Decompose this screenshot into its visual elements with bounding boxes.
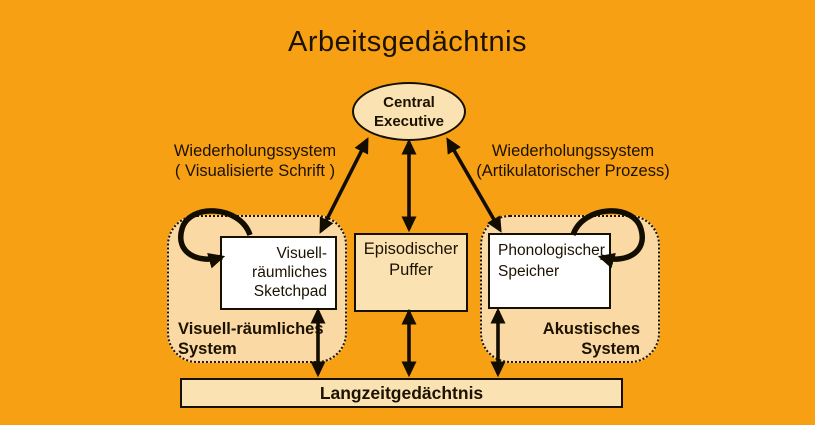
central-executive-label-line1: Central <box>383 93 435 111</box>
acoustic-system-line2: System <box>581 339 640 358</box>
episodic-buffer-line2: Puffer <box>389 261 433 279</box>
rehearsal-right-line1: Wiederholungssystem <box>491 142 655 160</box>
phonological-store-line1: Phonologischer <box>498 242 605 259</box>
rehearsal-label-right: Wiederholungssystem (Artikulatorischer P… <box>460 141 686 181</box>
sketchpad-line1: Visuell- <box>276 245 327 262</box>
acoustic-system-label: Akustisches System <box>480 320 640 359</box>
visuospatial-sketchpad-node: Visuell- räumliches Sketchpad <box>220 236 337 310</box>
phonological-store-line2: Speicher <box>498 263 560 280</box>
episodic-buffer-node: Episodischer Puffer <box>354 233 468 312</box>
rehearsal-left-line2: ( Visualisierte Schrift ) <box>174 162 336 180</box>
page-title: Arbeitsgedächtnis <box>287 26 528 58</box>
long-term-memory-node: Langzeitgedächtnis <box>180 378 623 408</box>
central-executive-label-line2: Executive <box>373 112 445 130</box>
acoustic-system-line1: Akustisches <box>542 320 640 338</box>
phonological-store-node: Phonologischer Speicher <box>488 233 611 309</box>
rehearsal-right-line2: (Artikulatorischer Prozess) <box>476 162 670 180</box>
sketchpad-line3: Sketchpad <box>253 283 327 300</box>
episodic-buffer-line1: Episodischer <box>363 240 459 258</box>
visuospatial-system-line2: System <box>178 339 237 358</box>
rehearsal-label-left: Wiederholungssystem ( Visualisierte Schr… <box>142 141 368 181</box>
rehearsal-left-line1: Wiederholungssystem <box>173 142 337 160</box>
central-executive-node: Central Executive <box>352 82 466 141</box>
visuospatial-system-line1: Visuell-räumliches <box>178 320 324 338</box>
visuospatial-system-label: Visuell-räumliches System <box>178 320 338 359</box>
sketchpad-line2: räumliches <box>252 264 327 281</box>
